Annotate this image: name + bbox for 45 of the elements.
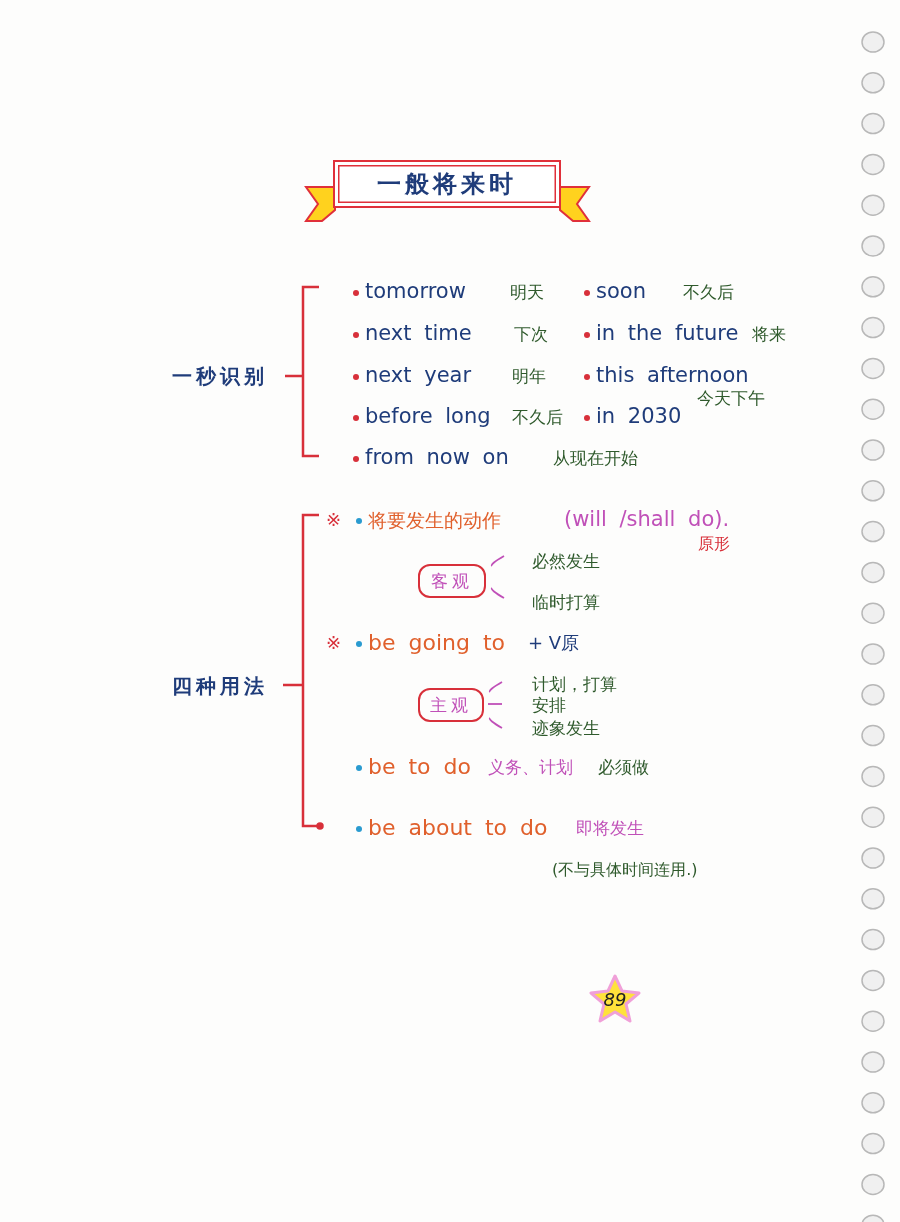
- phrase: soon: [596, 279, 646, 305]
- usage-text: be to do: [368, 753, 471, 781]
- meaning: 即将发生: [576, 817, 644, 839]
- title-banner: [333, 160, 561, 208]
- phrase: from now on: [365, 445, 509, 471]
- translation: 今天下午: [697, 387, 765, 409]
- phrase: next time: [365, 321, 472, 347]
- title-text: 一般将来时: [377, 169, 517, 200]
- meaning: 迹象发生: [532, 717, 600, 739]
- meaning: 必然发生: [532, 550, 600, 572]
- translation: 从现在开始: [553, 447, 638, 469]
- usage-text: be about to do: [368, 814, 548, 842]
- heading-text: 一秒识别: [172, 362, 268, 390]
- page-number: 89: [603, 988, 627, 1010]
- page-number-star: [588, 974, 642, 1024]
- rounded-tag: [418, 564, 486, 598]
- meaning: 临时打算: [532, 591, 600, 613]
- meaning: 安排: [532, 694, 566, 716]
- usage-text: + V原: [528, 632, 580, 654]
- translation: 将来: [752, 323, 786, 345]
- phrase: tomorrow: [365, 279, 466, 305]
- meaning: 必须做: [598, 756, 649, 778]
- tag-text: 客观: [431, 569, 473, 593]
- translation: 不久后: [512, 406, 563, 428]
- meaning: 计划，打算: [532, 673, 617, 695]
- phrase: this afternoon: [596, 363, 749, 389]
- usage-text: be going to: [368, 629, 506, 657]
- translation: 下次: [514, 323, 548, 345]
- reference-mark: ※: [326, 509, 342, 531]
- note: (不与具体时间连用.): [552, 860, 698, 880]
- meaning: 义务、计划: [488, 756, 573, 778]
- translation: 不久后: [683, 281, 734, 303]
- phrase: in 2030: [596, 404, 682, 430]
- usage-text: (will /shall do).: [564, 507, 730, 533]
- translation: 明天: [510, 281, 544, 303]
- phrase: before long: [365, 404, 491, 430]
- rounded-tag: [418, 688, 484, 722]
- translation: 明年: [512, 365, 546, 387]
- heading-text: 四种用法: [172, 672, 268, 700]
- usage-text: 将要发生的动作: [368, 508, 501, 532]
- note: 原形: [698, 534, 730, 554]
- phrase: next year: [365, 363, 472, 389]
- reference-mark: ※: [326, 632, 342, 654]
- tag-text: 主观: [430, 693, 472, 717]
- phrase: in the future: [596, 321, 739, 347]
